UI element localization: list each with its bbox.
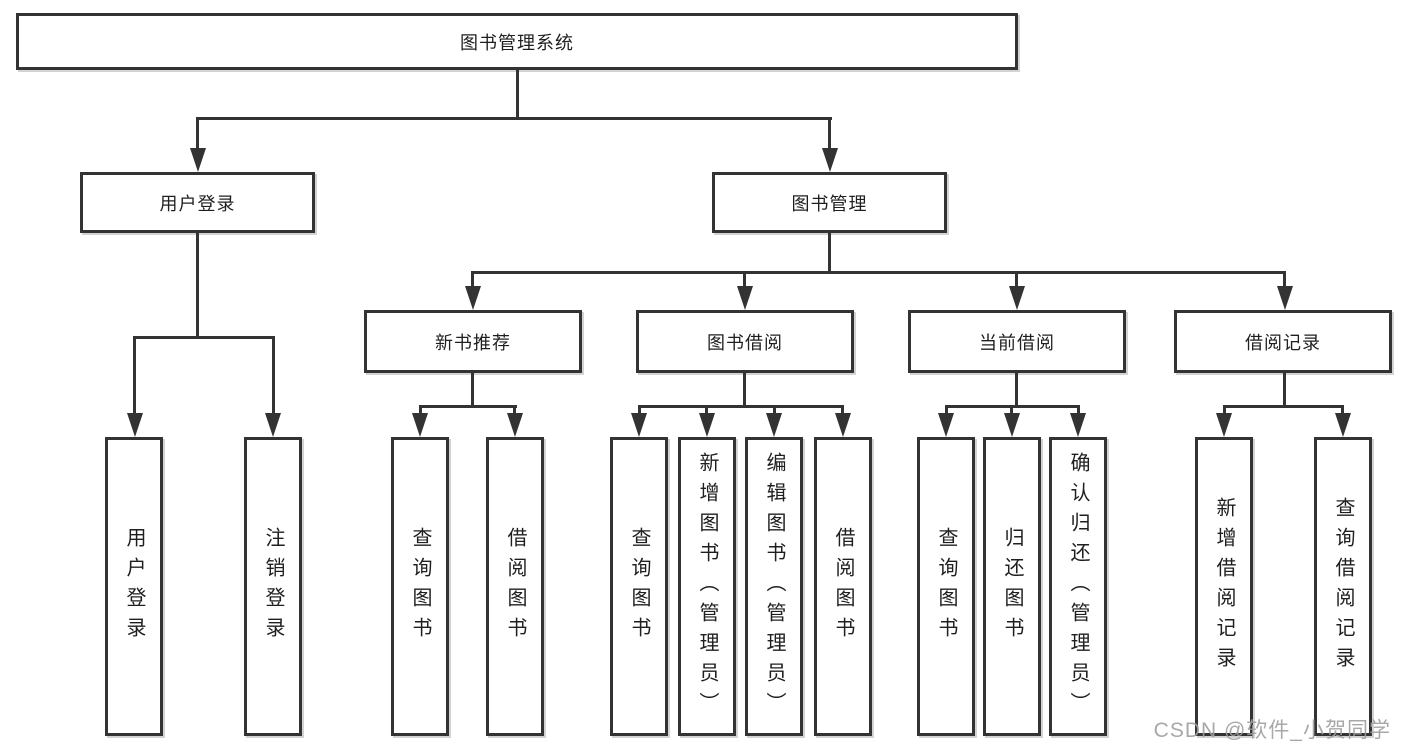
connector-user-login-bar: [133, 336, 275, 339]
connector-leaf-stem: [1010, 405, 1013, 417]
connector-book-management-down: [828, 233, 831, 273]
connector-leaf-stem: [272, 336, 275, 416]
node-leaf-query-books-current-label: 查询图书: [935, 526, 957, 647]
connector-bar: [638, 405, 844, 408]
node-leaf-edit-books-admin: 编辑图书（管理员）: [745, 437, 803, 736]
node-leaf-add-books-admin: 新增图书（管理员）: [678, 437, 736, 736]
node-root-label: 图书管理系统: [460, 32, 574, 53]
node-leaf-borrow-books-recommend-label: 借阅图书: [504, 526, 526, 647]
arrowhead-icon: [699, 413, 715, 437]
node-book-management: 图书管理: [712, 172, 947, 233]
node-book-borrowing-label: 图书借阅: [707, 332, 783, 353]
node-leaf-confirm-return-admin-label: 确认归还（管理员）: [1067, 451, 1089, 722]
node-borrowing-records-label: 借阅记录: [1245, 332, 1321, 353]
connector-user-login-down: [196, 233, 199, 339]
node-leaf-borrow-books-recommend: 借阅图书: [486, 437, 544, 736]
node-leaf-borrow-books: 借阅图书: [814, 437, 872, 736]
connector-leaf-stem: [133, 336, 136, 416]
node-borrowing-records: 借阅记录: [1174, 310, 1392, 373]
node-leaf-confirm-return-admin: 确认归还（管理员）: [1049, 437, 1107, 736]
node-user-login: 用户登录: [80, 172, 315, 233]
arrowhead-icon: [190, 148, 206, 172]
connector-leaf-stem: [705, 405, 708, 417]
connector-leaf-stem: [773, 405, 776, 417]
connector-leaf-stem: [1077, 405, 1080, 417]
connector-leaf-stem: [638, 405, 641, 417]
arrowhead-icon: [631, 413, 647, 437]
arrowhead-icon: [1277, 286, 1293, 310]
node-leaf-query-books-current: 查询图书: [917, 437, 975, 736]
arrowhead-icon: [938, 413, 954, 437]
arrowhead-icon: [412, 413, 428, 437]
node-current-borrowing: 当前借阅: [908, 310, 1126, 373]
arrowhead-icon: [265, 413, 281, 437]
node-user-login-label: 用户登录: [159, 193, 236, 214]
arrowhead-icon: [1216, 413, 1232, 437]
node-leaf-borrow-books-label: 借阅图书: [832, 526, 854, 647]
node-leaf-logout-label: 注销登录: [262, 526, 284, 647]
connector-level2-stem: [471, 271, 474, 289]
node-current-borrowing-label: 当前借阅: [979, 332, 1055, 353]
connector-level2-stem: [1015, 271, 1018, 289]
node-book-management-label: 图书管理: [791, 193, 868, 214]
node-leaf-query-books-recommend: 查询图书: [391, 437, 449, 736]
connector-leaf-stem: [1341, 405, 1344, 417]
arrowhead-icon: [737, 286, 753, 310]
arrowhead-icon: [1004, 413, 1020, 437]
node-root: 图书管理系统: [16, 13, 1018, 70]
connector-leaf-stem: [513, 405, 516, 417]
arrowhead-icon: [507, 413, 523, 437]
arrowhead-icon: [465, 286, 481, 310]
node-leaf-add-borrow-record-label: 新增借阅记录: [1213, 496, 1235, 677]
node-leaf-query-borrow-record: 查询借阅记录: [1314, 437, 1372, 736]
arrowhead-icon: [822, 148, 838, 172]
connector-level1-bar: [196, 117, 832, 120]
connector-bar: [419, 405, 517, 408]
arrowhead-icon: [1335, 413, 1351, 437]
connector-down: [1015, 373, 1018, 407]
csdn-watermark: CSDN @软件_小贺同学: [1153, 719, 1391, 742]
node-leaf-query-books-borrowing-label: 查询图书: [628, 526, 650, 647]
connector-level2-bar: [471, 271, 1286, 274]
arrowhead-icon: [835, 413, 851, 437]
connector-bar: [1223, 405, 1344, 408]
connector-down: [471, 373, 474, 407]
node-leaf-logout: 注销登录: [244, 437, 302, 736]
node-leaf-query-books-borrowing: 查询图书: [610, 437, 668, 736]
node-leaf-add-books-admin-label: 新增图书（管理员）: [696, 451, 718, 722]
connector-leaf-stem: [1223, 405, 1226, 417]
node-leaf-add-borrow-record: 新增借阅记录: [1195, 437, 1253, 736]
connector-book-management-stem: [828, 117, 831, 151]
connector-level2-stem: [1283, 271, 1286, 289]
connector-level2-stem: [743, 271, 746, 289]
node-leaf-return-books-label: 归还图书: [1001, 526, 1023, 647]
connector-down: [1283, 373, 1286, 407]
node-new-book-recommend-label: 新书推荐: [435, 332, 511, 353]
node-leaf-return-books: 归还图书: [983, 437, 1041, 736]
arrowhead-icon: [766, 413, 782, 437]
node-book-borrowing: 图书借阅: [636, 310, 854, 373]
node-leaf-user-login: 用户登录: [105, 437, 163, 736]
arrowhead-icon: [127, 413, 143, 437]
connector-user-login-stem: [196, 117, 199, 151]
connector-leaf-stem: [419, 405, 422, 417]
node-leaf-query-books-recommend-label: 查询图书: [409, 526, 431, 647]
connector-leaf-stem: [841, 405, 844, 417]
arrowhead-icon: [1009, 286, 1025, 310]
node-leaf-edit-books-admin-label: 编辑图书（管理员）: [763, 451, 785, 722]
arrowhead-icon: [1070, 413, 1086, 437]
connector-leaf-stem: [945, 405, 948, 417]
node-leaf-user-login-label: 用户登录: [123, 526, 145, 647]
node-leaf-query-borrow-record-label: 查询借阅记录: [1332, 496, 1354, 677]
node-new-book-recommend: 新书推荐: [364, 310, 582, 373]
connector-down: [743, 373, 746, 407]
connector-root-stem: [516, 70, 519, 120]
